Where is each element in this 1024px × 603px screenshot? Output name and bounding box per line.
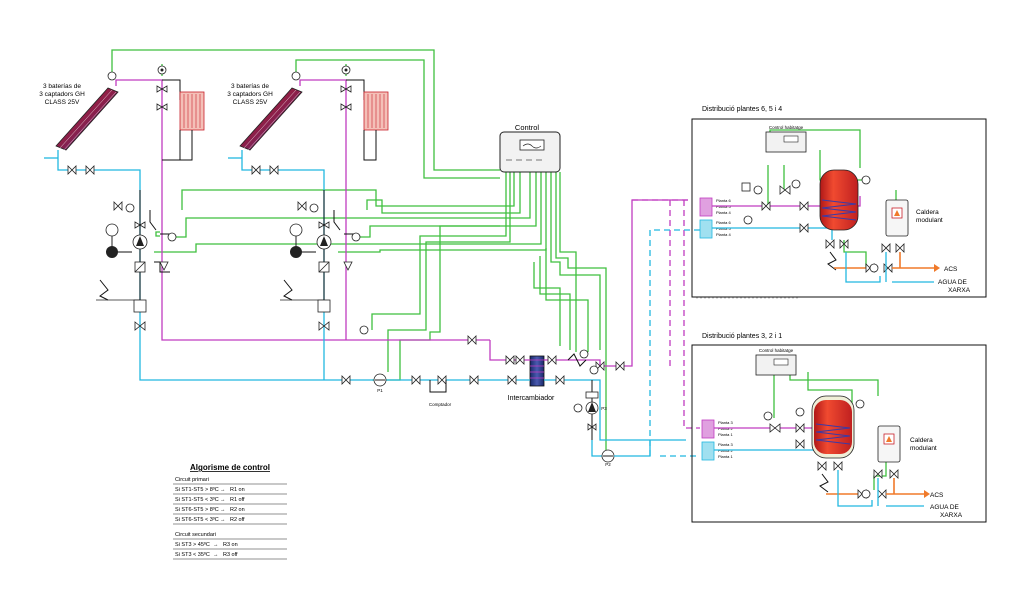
floors-lower-boiler-label-2: modulant xyxy=(910,445,937,452)
svg-text:Planta 3: Planta 3 xyxy=(718,442,733,447)
floors-lower-boiler-label-1: Caldera xyxy=(910,437,933,444)
secondary-rule-2-arrow: → xyxy=(213,552,219,558)
primary-rule-4-condition: Si ST6-ST5 < 3ºC xyxy=(175,516,219,523)
floors-lower-water-label-2: XARXA xyxy=(940,512,963,519)
secondary-rule-1-action: R3 on xyxy=(223,542,238,548)
heat-exchanger xyxy=(500,199,688,463)
primary-rule-2-action: R1 off xyxy=(230,497,245,503)
floors-upper-control-label: Control habitatge xyxy=(769,125,804,130)
algorithm-title: Algorisme de control xyxy=(190,463,270,472)
svg-text:Planta 6: Planta 6 xyxy=(716,220,731,225)
svg-text:Planta 4: Planta 4 xyxy=(716,210,731,215)
svg-text:Planta 3: Planta 3 xyxy=(718,420,733,425)
primary-heading: Circuit primari xyxy=(175,477,209,483)
collector-right-label-line-2: 3 captadors GH xyxy=(227,91,273,98)
floors-lower-title: Distribució plantes 3, 2 i 1 xyxy=(702,333,782,340)
primary-rule: Si ST6-ST5 > 8ºC → R2 on xyxy=(175,506,245,513)
collector-left-label-line-3: CLASS 25V xyxy=(45,99,80,106)
svg-text:Planta 1: Planta 1 xyxy=(718,432,733,437)
control-algorithm-legend: Algorisme de control Circuit primari Si … xyxy=(173,463,287,560)
pump-p1-label: P1 xyxy=(377,388,383,393)
primary-rule-2-arrow: → xyxy=(220,497,226,503)
collector-left-label-line-1: 3 baterías de xyxy=(43,83,81,90)
counter-label: Comptador xyxy=(429,402,452,407)
primary-rule-4-arrow: → xyxy=(220,517,226,523)
primary-rule: Si ST1-ST5 < 3ºC → R1 off xyxy=(175,496,245,503)
floors-upper-title: Distribució plantes 6, 5 i 4 xyxy=(702,106,782,113)
floors-lower-control-label: Control habitatge xyxy=(759,348,794,353)
solar-collector-right xyxy=(239,87,303,151)
floors-upper-boiler-label-1: Caldera xyxy=(916,209,939,216)
primary-rule: Si ST1-ST5 > 8ºC → R1 on xyxy=(175,486,245,493)
secondary-heading: Circuit secundari xyxy=(175,532,216,538)
primary-rule-4-action: R2 off xyxy=(230,517,245,523)
solar-collector-left xyxy=(55,87,119,151)
floors-upper-water-label-2: XARXA xyxy=(948,287,971,294)
floors-upper-acs-label: ACS xyxy=(944,266,958,273)
svg-text:Planta 4: Planta 4 xyxy=(716,232,731,237)
secondary-rule-1-arrow: → xyxy=(213,542,219,548)
floors-upper-water-label-1: AGUA DE xyxy=(938,279,968,286)
secondary-rule: Si ST3 > 45ºC → R3 on xyxy=(175,541,238,548)
primary-rule-3-condition: Si ST6-ST5 > 8ºC xyxy=(175,506,219,513)
exchanger-label: Intercambiador xyxy=(508,395,555,402)
collector-right-label: 3 baterías de 3 captadors GH CLASS 25V xyxy=(227,83,273,106)
svg-text:Planta 1: Planta 1 xyxy=(718,454,733,459)
floors-lower-water-label-1: AGUA DE xyxy=(930,504,960,511)
pump-p3-label: P3 xyxy=(601,406,607,411)
distribution-risers xyxy=(632,199,700,457)
svg-text:Planta 6: Planta 6 xyxy=(716,198,731,203)
collector-right-label-line-3: CLASS 25V xyxy=(233,99,268,106)
collector-right-label-line-1: 3 baterías de xyxy=(231,83,269,90)
floors-lower-acs-label: ACS xyxy=(930,492,944,499)
primary-rule-2-condition: Si ST1-ST5 < 3ºC xyxy=(175,496,219,503)
control-unit xyxy=(499,131,561,173)
collector-left-label: 3 baterías de 3 captadors GH CLASS 25V xyxy=(39,83,85,106)
primary-rule: Si ST6-ST5 < 3ºC → R2 off xyxy=(175,516,245,523)
primary-rule-3-action: R2 on xyxy=(230,507,245,513)
secondary-rule: Si ST3 < 35ºC → R3 off xyxy=(175,551,238,558)
primary-rule-1-action: R1 on xyxy=(230,487,245,493)
pump-p2-label: P2 xyxy=(605,462,611,467)
collector-left-label-line-2: 3 captadors GH xyxy=(39,91,85,98)
collector-group-left xyxy=(44,64,490,381)
primary-rule-1-condition: Si ST1-ST5 > 8ºC xyxy=(175,486,219,493)
primary-rule-1-arrow: → xyxy=(220,487,226,493)
secondary-rule-2-condition: Si ST3 < 35ºC xyxy=(175,551,210,558)
collector-group-right xyxy=(228,64,389,380)
control-wiring xyxy=(111,49,897,490)
primary-return-line xyxy=(341,325,506,393)
secondary-rule-2-action: R3 off xyxy=(223,552,238,558)
primary-rule-3-arrow: → xyxy=(220,507,226,513)
floors-upper-boiler-label-2: modulant xyxy=(916,217,943,224)
control-label: Control xyxy=(515,123,540,132)
secondary-rule-1-condition: Si ST3 > 45ºC xyxy=(175,541,210,548)
